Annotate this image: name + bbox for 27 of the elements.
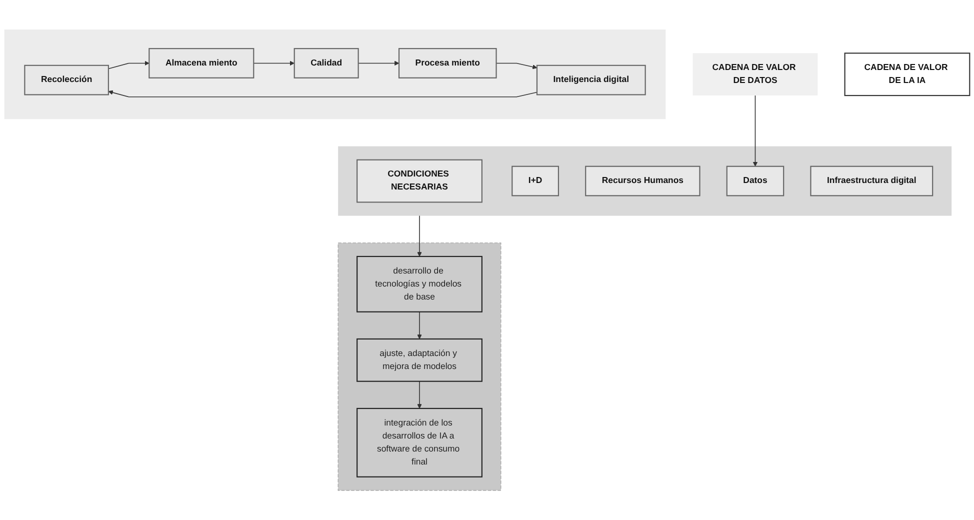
node-box: desarrollo de tecnologías y modelos de base — [356, 256, 482, 312]
node-box: Procesa miento — [398, 48, 497, 78]
arrow — [108, 90, 538, 98]
node-box: CONDICIONES NECESARIAS — [356, 159, 482, 203]
arrow — [358, 60, 400, 66]
node-box: Recursos Humanos — [585, 166, 700, 196]
node-box: Datos — [726, 166, 784, 196]
node-box: Calidad — [294, 48, 359, 78]
arrow — [417, 215, 422, 257]
arrow — [108, 60, 150, 70]
node-box: I+D — [512, 166, 559, 196]
node-box: Inteligencia digital — [536, 64, 646, 96]
cluster — [4, 30, 666, 120]
arrow — [417, 311, 422, 340]
node-box: Almacena miento — [148, 48, 254, 78]
node-box: integración de los desarrollos de IA a software de consumo final — [356, 408, 482, 478]
node-box: ajuste, adaptación y mejora de modelos — [356, 338, 482, 382]
node-box: CADENA DE VALOR DE LA IA — [844, 52, 970, 96]
arrow — [752, 95, 758, 167]
cluster — [338, 242, 502, 491]
node-box: CADENA DE VALOR DE DATOS — [692, 53, 818, 96]
cluster — [338, 146, 952, 216]
arrow — [253, 60, 295, 66]
node-box: Infraestructura digital — [810, 166, 934, 196]
node-box: Recolección — [24, 64, 109, 96]
arrow — [417, 380, 422, 409]
arrow — [496, 62, 538, 70]
